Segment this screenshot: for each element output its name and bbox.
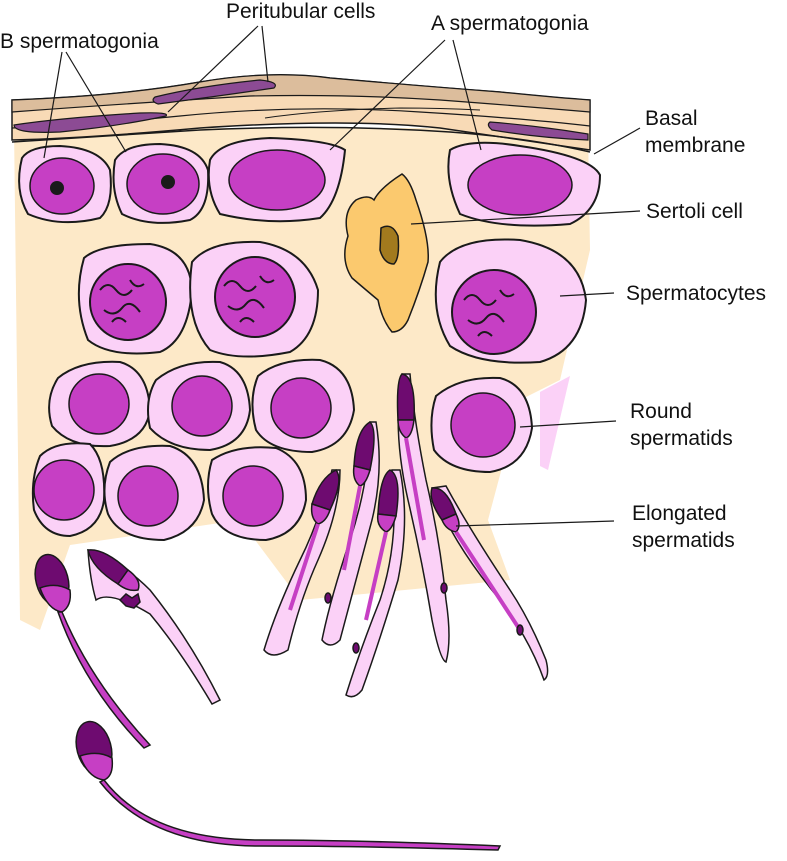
round-spermatid	[147, 360, 252, 452]
label-round-spermatids-line2: spermatids	[630, 427, 733, 450]
label-basal-membrane-line2: membrane	[645, 134, 746, 157]
basal-layer-dark-band	[11, 74, 591, 113]
basal-membrane	[11, 126, 591, 153]
label-round-spermatids-line1: Round	[630, 400, 692, 423]
elongated-spermatid-released	[87, 548, 222, 705]
label-elongated-spermatids-line1: Elongated	[632, 502, 727, 525]
peritubular-cell	[152, 79, 276, 105]
label-sertoli-cell: Sertoli cell	[646, 200, 743, 223]
label-spermatocytes: Spermatocytes	[626, 282, 767, 305]
label-round-spermatids: Round spermatids	[630, 398, 733, 452]
leader-basal-membrane	[593, 127, 641, 155]
elongated-spermatid	[430, 485, 549, 682]
round-spermatid	[251, 358, 356, 454]
b-spermatogonium	[112, 142, 210, 224]
b-spermatogonium	[18, 144, 112, 224]
round-spermatid	[31, 442, 106, 538]
label-basal-membrane-line1: Basal	[645, 107, 698, 130]
label-b-spermatogonia: B spermatogonia	[0, 30, 159, 53]
leader-b-spermatogonia-1	[43, 51, 63, 159]
round-spermatid	[103, 444, 206, 542]
leader-round-spermatids	[519, 420, 617, 428]
peritubular-cell	[13, 112, 168, 133]
leader-spermatocytes	[559, 292, 615, 297]
leader-a-spermatogonia-2	[452, 39, 482, 151]
leader-a-spermatogonia-1	[329, 39, 446, 151]
label-basal-membrane: Basal membrane	[645, 105, 745, 159]
spermatocyte	[77, 242, 194, 355]
leader-elongated-spermatids	[455, 520, 615, 527]
round-spermatid-partial	[540, 376, 570, 470]
label-peritubular-cells: Peritubular cells	[226, 0, 376, 23]
round-spermatid	[48, 360, 152, 448]
round-spermatid	[430, 376, 534, 474]
elongated-spermatid	[263, 469, 341, 656]
spermatozoon	[75, 720, 502, 851]
spermatocyte	[434, 238, 588, 364]
a-spermatogonium	[447, 141, 602, 227]
label-elongated-spermatids: Elongated spermatids	[632, 500, 735, 554]
leader-b-spermatogonia-2	[65, 51, 127, 153]
sertoli-cell	[344, 173, 429, 333]
elongated-spermatid	[345, 469, 406, 698]
elongated-spermatid	[396, 373, 450, 663]
leader-lines	[43, 25, 641, 527]
elongated-spermatid	[321, 421, 380, 646]
spermatocyte	[189, 240, 320, 358]
leader-peritubular-1	[167, 25, 259, 113]
a-spermatogonium	[207, 136, 347, 223]
basal-layer-line	[264, 107, 481, 119]
elongated-spermatid-released	[34, 553, 152, 749]
peritubular-cell	[487, 121, 589, 141]
leader-sertoli-cell	[410, 210, 641, 225]
label-elongated-spermatids-line2: spermatids	[632, 529, 735, 552]
label-a-spermatogonia: A spermatogonia	[431, 12, 589, 35]
round-spermatid	[207, 446, 308, 542]
leader-peritubular-2	[261, 25, 269, 83]
